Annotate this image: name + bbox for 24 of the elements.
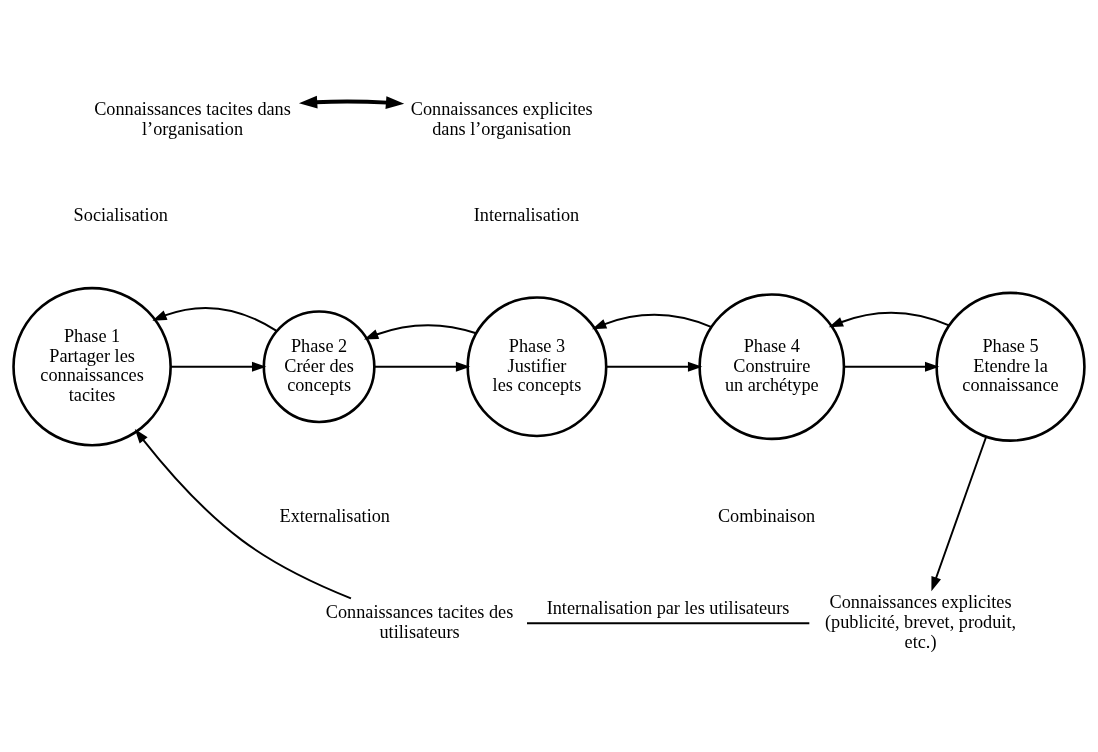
node-text: Connaissances explicites dans l’organisation: [410, 98, 593, 139]
node-text: Connaissances tacites dans l’organisation: [94, 98, 291, 139]
node-circle: Phase 1 Partager les connaissances tacites: [12, 286, 172, 447]
label: Internalisation: [473, 204, 580, 225]
arrow: [364, 323, 478, 339]
node-text: Connaissances explicites (publicité, brevet, produit, etc.): [824, 591, 1017, 652]
arrow: [828, 311, 950, 327]
arrow: [169, 361, 267, 372]
connector: [526, 621, 811, 624]
arrow: [298, 95, 405, 109]
node-circle: Phase 5 Etendre la connaissance: [935, 291, 1086, 442]
node-circle: Phase 2 Créer des concepts: [262, 309, 376, 423]
arrow: [134, 428, 352, 599]
arrow: [592, 313, 713, 329]
arrow: [152, 306, 278, 332]
edge-label: Internalisation par les utilisateurs: [546, 597, 790, 618]
arrow: [843, 361, 940, 372]
arrow: [373, 361, 471, 372]
label: Socialisation: [73, 204, 168, 225]
label: Externalisation: [279, 505, 390, 526]
label: Combinaison: [717, 505, 816, 526]
node-text: Connaissances tacites des utilisateurs: [325, 601, 514, 642]
arrow: [605, 361, 703, 372]
arrow: [931, 435, 988, 591]
